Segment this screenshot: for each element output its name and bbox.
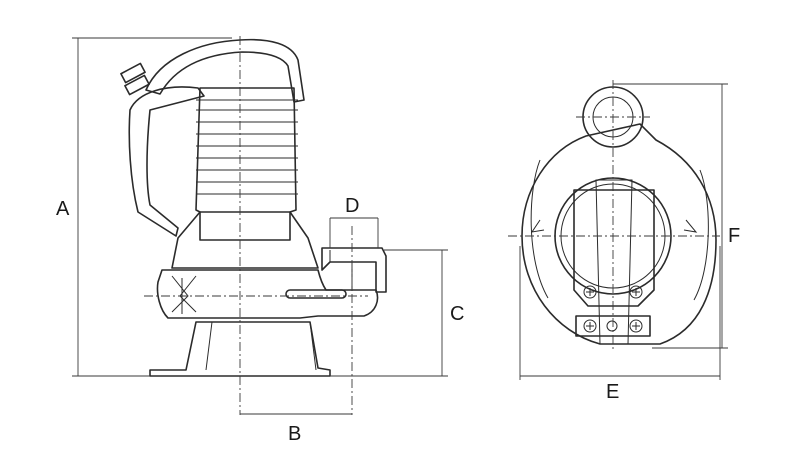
impeller (171, 275, 197, 314)
handle-guard (128, 86, 205, 237)
bolts (583, 285, 643, 333)
pipe-stub (285, 289, 347, 299)
handle (145, 38, 305, 103)
front-plate (573, 189, 655, 307)
volute-casing (156, 269, 379, 319)
dimension-label-c: C (450, 303, 464, 325)
motor-housing (195, 87, 297, 241)
dimension-label-a: A (56, 198, 70, 220)
dimension-label-e: E (606, 381, 619, 403)
dimension-label-f: F (728, 225, 740, 247)
dimension-label-d: D (345, 195, 359, 217)
pump-front-view (508, 80, 720, 352)
pump-side-view (120, 36, 387, 415)
cooling-fins (196, 99, 298, 195)
dimension-lines (72, 37, 728, 415)
discharge-outlet (321, 247, 387, 293)
dimension-label-b: B (288, 423, 301, 445)
cable-glands (120, 62, 150, 96)
base-lug (575, 315, 651, 337)
front-casing (521, 123, 717, 345)
shaft-housing (171, 211, 319, 269)
